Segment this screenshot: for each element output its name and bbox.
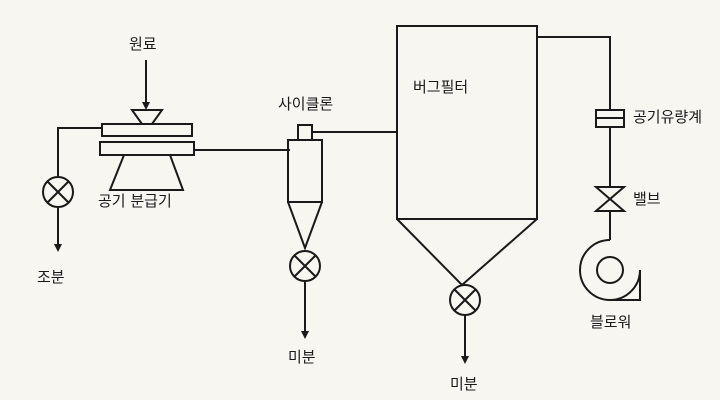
classifier-hopper [130, 109, 164, 125]
raw-material-label: 원료 [129, 35, 157, 53]
classifier-lower-plate [99, 141, 195, 156]
air-flow-meter [595, 109, 625, 128]
coarse-powder-label: 조분 [37, 268, 65, 286]
exhaust-pipe-top [537, 36, 611, 110]
cyclone-outlet [297, 124, 313, 141]
bag-filter-fine-powder-label: 미분 [450, 375, 478, 393]
blower-casing [579, 239, 641, 301]
blower [579, 239, 641, 301]
bag-filter-body [396, 25, 538, 220]
coarse-powder-pipe [57, 127, 102, 176]
blower-label: 블로워 [590, 313, 632, 331]
classifier-base [108, 154, 185, 191]
air-flow-meter-label: 공기유량계 [633, 108, 703, 126]
bag-filter-label: 버그필터 [413, 78, 469, 96]
valve-symbol [593, 186, 627, 212]
cyclone-body [287, 139, 323, 203]
classifier-label: 공기 분급기 [98, 192, 172, 210]
blower-impeller [596, 256, 624, 284]
valve-label: 밸브 [633, 190, 661, 208]
cyclone-rotary-valve [289, 250, 321, 282]
cyclone-label: 사이클론 [278, 95, 334, 113]
cyclone-fine-powder-label: 미분 [288, 348, 316, 366]
air-classifier [99, 109, 195, 191]
classifier-upper-plate [101, 123, 193, 137]
bag-filter-rotary-valve [449, 284, 481, 316]
bag-filter [396, 25, 538, 287]
cyclone [287, 124, 323, 251]
cyclone-cone [287, 201, 323, 251]
bag-filter-hopper [396, 218, 538, 287]
coarse-rotary-valve [42, 176, 74, 208]
